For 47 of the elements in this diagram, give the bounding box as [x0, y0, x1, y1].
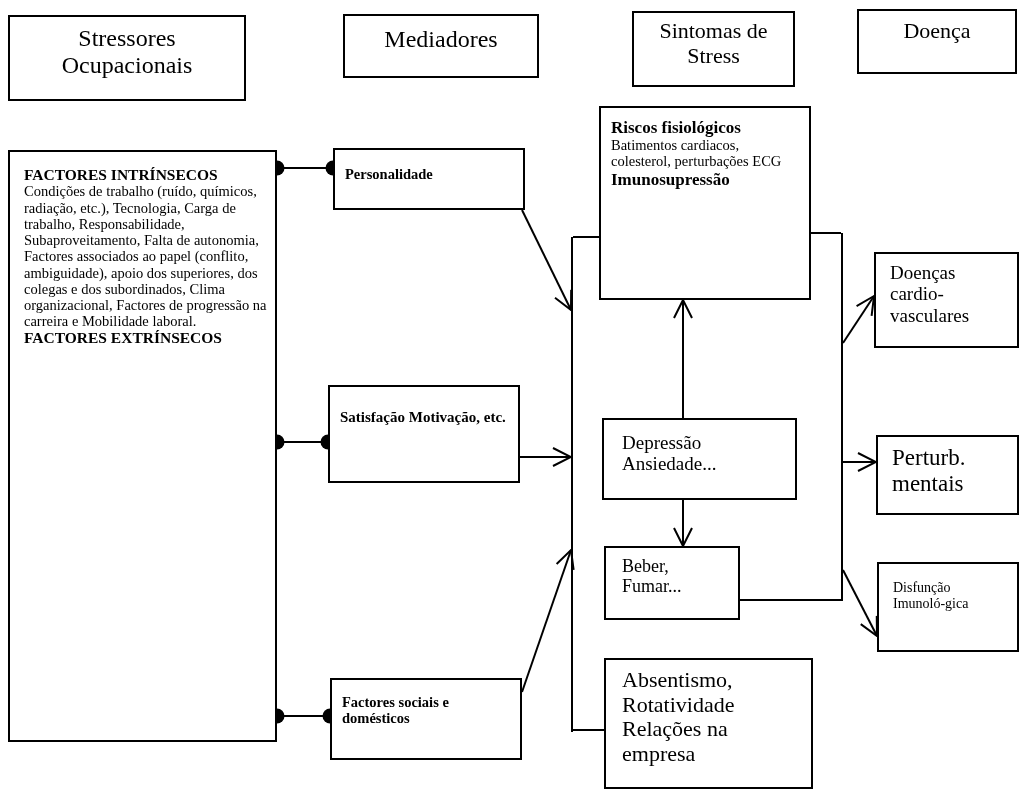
column-header	[857, 9, 1017, 74]
heading-text: Imunosupressão	[611, 169, 731, 189]
body-text: Beber, Fumar...	[622, 556, 683, 597]
heading-text: Satisfação Motivação, etc.	[340, 409, 507, 426]
disease-box	[876, 435, 1019, 515]
symptom-box	[602, 418, 797, 500]
mediator-box	[330, 678, 522, 760]
mediator-box	[333, 148, 525, 210]
symptom-box	[599, 106, 811, 300]
symptom-box	[604, 546, 740, 620]
body-text: Batimentos cardiacos, colesterol, perturbações ECG	[611, 137, 783, 170]
arrow	[842, 295, 875, 344]
connector-line	[572, 729, 605, 731]
body-text: Disfunção Imunoló-gica	[893, 580, 970, 612]
connector-line	[810, 232, 842, 234]
heading-text: Factores sociais e domésticos	[342, 694, 450, 727]
body-text: Perturb. mentais	[892, 445, 967, 497]
arrow	[673, 499, 693, 547]
connector-line	[739, 599, 842, 601]
column-header	[8, 15, 246, 101]
bracket-line	[841, 233, 843, 601]
heading-text: FACTORES INTRÍNSECOS	[24, 166, 219, 184]
body-text: Stressores Ocupacionais	[60, 25, 194, 79]
bracket-line	[571, 237, 573, 732]
body-text: Doença	[902, 19, 972, 44]
body-text: Mediadores	[383, 26, 499, 53]
arrow	[673, 299, 693, 419]
body-text: Doenças cardio-vasculares	[890, 262, 971, 326]
heading-text: Personalidade	[345, 166, 434, 183]
arrow	[842, 452, 877, 472]
mediator-box	[328, 385, 520, 483]
body-text: Condições de trabalho (ruído, químicos, radiação, etc.), Tecnologia, Carga de trabalho, Responsabilidade, Subaproveitamento, Falta de autonomia, Factores associados ao papel (conflito, ambiguidade), apoio dos superiores, dos colegas e dos subordinados, Clima organizacional, Factores de progressão na carreira e Mobilidade laboral.	[24, 183, 267, 330]
column-header	[343, 14, 539, 78]
disease-box	[877, 562, 1019, 652]
disease-box	[874, 252, 1019, 348]
body-text: Sintomas de Stress	[658, 19, 769, 69]
body-text: Depressão Ansiedade...	[622, 432, 718, 475]
body-text: Absentismo, Rotatividade Relações na empresa	[622, 668, 736, 767]
heading-text: FACTORES EXTRÍNSECOS	[24, 329, 223, 347]
symptom-box	[604, 658, 813, 789]
heading-text: Riscos fisiológicos	[611, 118, 742, 138]
arrow	[521, 209, 573, 311]
stressor-box	[8, 150, 277, 742]
arrow	[842, 569, 878, 637]
connector-line	[572, 236, 600, 238]
column-header	[632, 11, 795, 87]
arrow	[519, 447, 572, 467]
